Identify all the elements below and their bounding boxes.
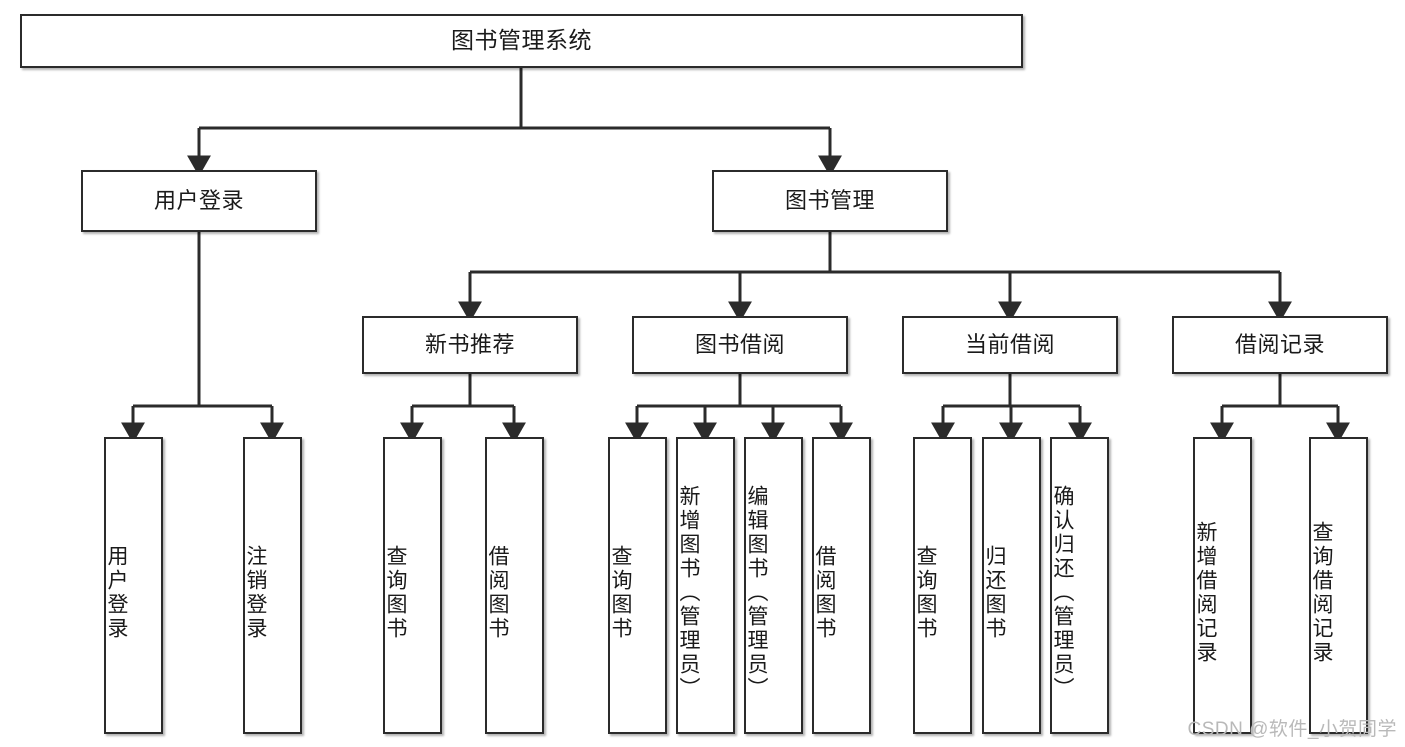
node-borrow-record[interactable]: 借阅记录 [1172, 316, 1388, 374]
node-book-manage[interactable]: 图书管理 [712, 170, 948, 232]
node-book-borrow[interactable]: 图书借阅 [632, 316, 848, 374]
node-leaf-borrow-edit[interactable]: 编辑图书（管理员） [744, 437, 803, 734]
node-current-borrow[interactable]: 当前借阅 [902, 316, 1118, 374]
node-book-borrow-label: 图书借阅 [694, 331, 785, 357]
node-leaf-cur-return[interactable]: 归还图书 [982, 437, 1041, 734]
node-current-borrow-label: 当前借阅 [964, 331, 1055, 357]
node-leaf-cur-confirm[interactable]: 确认归还（管理员） [1050, 437, 1109, 734]
node-leaf-rec-query-label: 查询图书 [384, 544, 407, 641]
node-root[interactable]: 图书管理系统 [20, 14, 1023, 68]
node-root-label: 图书管理系统 [451, 27, 592, 54]
node-leaf-rec-query2-label: 查询借阅记录 [1310, 520, 1333, 665]
node-leaf-borrow-lend-label: 借阅图书 [813, 544, 836, 641]
node-new-book-rec[interactable]: 新书推荐 [362, 316, 578, 374]
node-leaf-rec-add-label: 新增借阅记录 [1194, 520, 1217, 665]
node-leaf-borrow-query-label: 查询图书 [609, 544, 632, 641]
node-leaf-rec-query[interactable]: 查询图书 [383, 437, 442, 734]
node-leaf-cur-return-label: 归还图书 [983, 544, 1006, 641]
node-leaf-borrow-lend[interactable]: 借阅图书 [812, 437, 871, 734]
node-leaf-rec-borrow-label: 借阅图书 [486, 544, 509, 641]
node-user-login-label: 用户登录 [153, 187, 244, 213]
node-book-manage-label: 图书管理 [784, 187, 875, 213]
node-user-login[interactable]: 用户登录 [81, 170, 317, 232]
node-leaf-rec-borrow[interactable]: 借阅图书 [485, 437, 544, 734]
node-leaf-rec-add[interactable]: 新增借阅记录 [1193, 437, 1252, 734]
node-borrow-record-label: 借阅记录 [1234, 331, 1325, 357]
node-leaf-user-logout[interactable]: 注销登录 [243, 437, 302, 734]
node-leaf-user-login-label: 用户登录 [105, 544, 128, 641]
node-leaf-user-login[interactable]: 用户登录 [104, 437, 163, 734]
node-leaf-borrow-add[interactable]: 新增图书（管理员） [676, 437, 735, 734]
node-leaf-borrow-edit-label: 编辑图书（管理员） [745, 484, 768, 701]
node-leaf-cur-query-label: 查询图书 [914, 544, 937, 641]
node-leaf-borrow-add-label: 新增图书（管理员） [677, 484, 700, 701]
watermark: CSDN @软件_小贺同学 [1187, 719, 1397, 740]
node-new-book-rec-label: 新书推荐 [424, 331, 515, 357]
node-leaf-cur-confirm-label: 确认归还（管理员） [1051, 484, 1074, 701]
node-leaf-rec-query2[interactable]: 查询借阅记录 [1309, 437, 1368, 734]
node-leaf-user-logout-label: 注销登录 [244, 544, 267, 641]
node-leaf-cur-query[interactable]: 查询图书 [913, 437, 972, 734]
node-leaf-borrow-query[interactable]: 查询图书 [608, 437, 667, 734]
